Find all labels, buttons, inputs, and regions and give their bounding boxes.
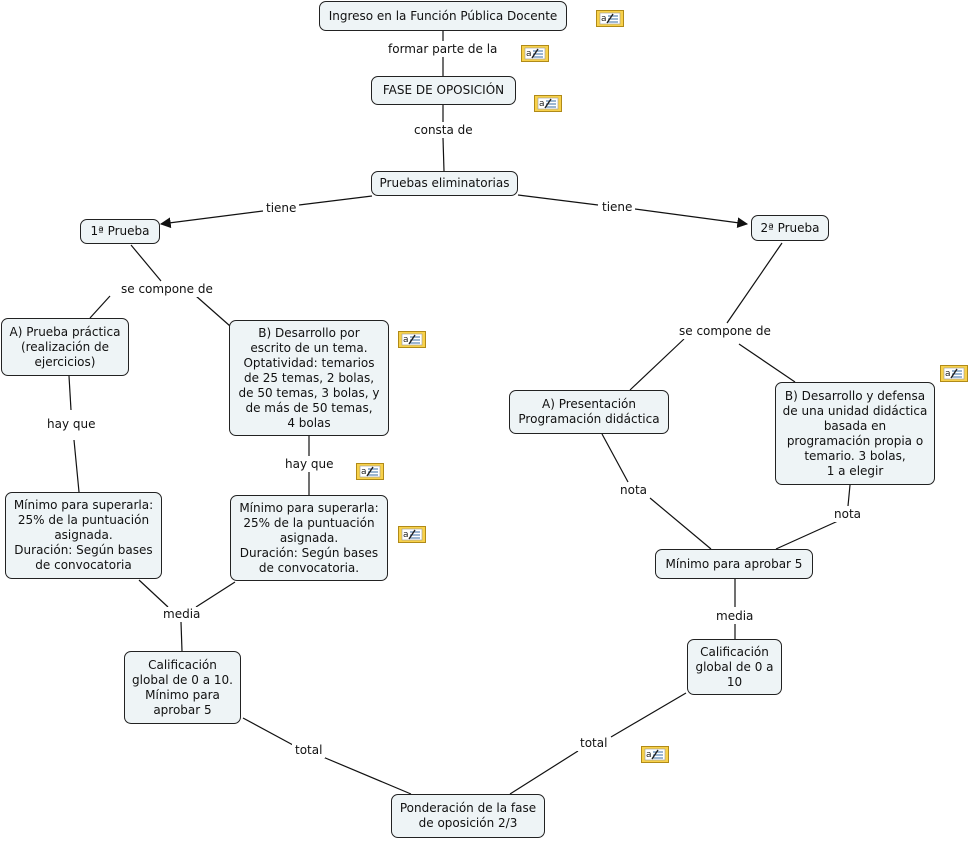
note-icon[interactable]: a (521, 45, 549, 62)
node-desarrollo-escrito[interactable]: B) Desarrollo por escrito de un tema. Op… (229, 320, 389, 436)
node-pruebas-eliminatorias[interactable]: Pruebas eliminatorias (371, 171, 518, 196)
node-fase-oposicion[interactable]: FASE DE OPOSICIÓN (371, 76, 516, 105)
node-primera-prueba[interactable]: 1ª Prueba (80, 219, 160, 244)
link-label-tiene-left: tiene (263, 201, 300, 216)
link-label-total-right: total (577, 736, 611, 751)
note-icon[interactable]: a (534, 95, 562, 112)
link-label-nota-right: nota (831, 507, 865, 522)
note-icon[interactable]: a (398, 526, 426, 543)
link-label-hay-que-b: hay que (282, 457, 337, 472)
node-minimo-superarla-b[interactable]: Mínimo para superarla: 25% de la puntuac… (230, 495, 388, 581)
node-minimo-aprobar-5[interactable]: Mínimo para aprobar 5 (655, 549, 813, 579)
svg-text:a: a (526, 49, 532, 59)
node-ponderacion[interactable]: Ponderación de la fase de oposición 2/3 (391, 794, 545, 838)
node-minimo-superarla-a[interactable]: Mínimo para superarla: 25% de la puntuac… (5, 492, 162, 579)
link-label-total-left: total (292, 743, 326, 758)
svg-text:a: a (403, 530, 409, 540)
svg-text:a: a (646, 750, 652, 760)
note-icon[interactable]: a (398, 331, 426, 348)
link-label-formar-parte: formar parte de la (385, 42, 501, 57)
node-prueba-practica[interactable]: A) Prueba práctica (realización de ejerc… (1, 318, 129, 376)
note-icon[interactable]: a (596, 10, 624, 27)
svg-text:a: a (539, 99, 545, 109)
node-calificacion-global-2[interactable]: Calificación global de 0 a 10 (687, 639, 782, 695)
node-desarrollo-defensa[interactable]: B) Desarrollo y defensa de una unidad di… (775, 382, 935, 485)
svg-text:a: a (601, 14, 607, 24)
node-segunda-prueba[interactable]: 2ª Prueba (751, 215, 829, 241)
note-icon[interactable]: a (940, 365, 968, 382)
link-label-consta-de: consta de (411, 123, 476, 138)
node-presentacion-programacion[interactable]: A) Presentación Programación didáctica (509, 390, 669, 434)
note-icon[interactable]: a (641, 746, 669, 763)
note-icon[interactable]: a (356, 463, 384, 480)
link-label-se-compone-left: se compone de (118, 282, 216, 297)
node-calificacion-global-1[interactable]: Calificación global de 0 a 10. Mínimo pa… (124, 651, 241, 724)
link-label-nota-left: nota (617, 483, 651, 498)
svg-text:a: a (403, 335, 409, 345)
svg-text:a: a (361, 467, 367, 477)
link-label-media-left: media (160, 607, 204, 622)
link-label-se-compone-right: se compone de (676, 324, 774, 339)
link-label-media-right: media (713, 609, 757, 624)
node-ingreso[interactable]: Ingreso en la Función Pública Docente (319, 1, 567, 31)
link-label-tiene-right: tiene (599, 200, 636, 215)
svg-text:a: a (945, 369, 951, 379)
link-label-hay-que-a: hay que (44, 417, 99, 432)
